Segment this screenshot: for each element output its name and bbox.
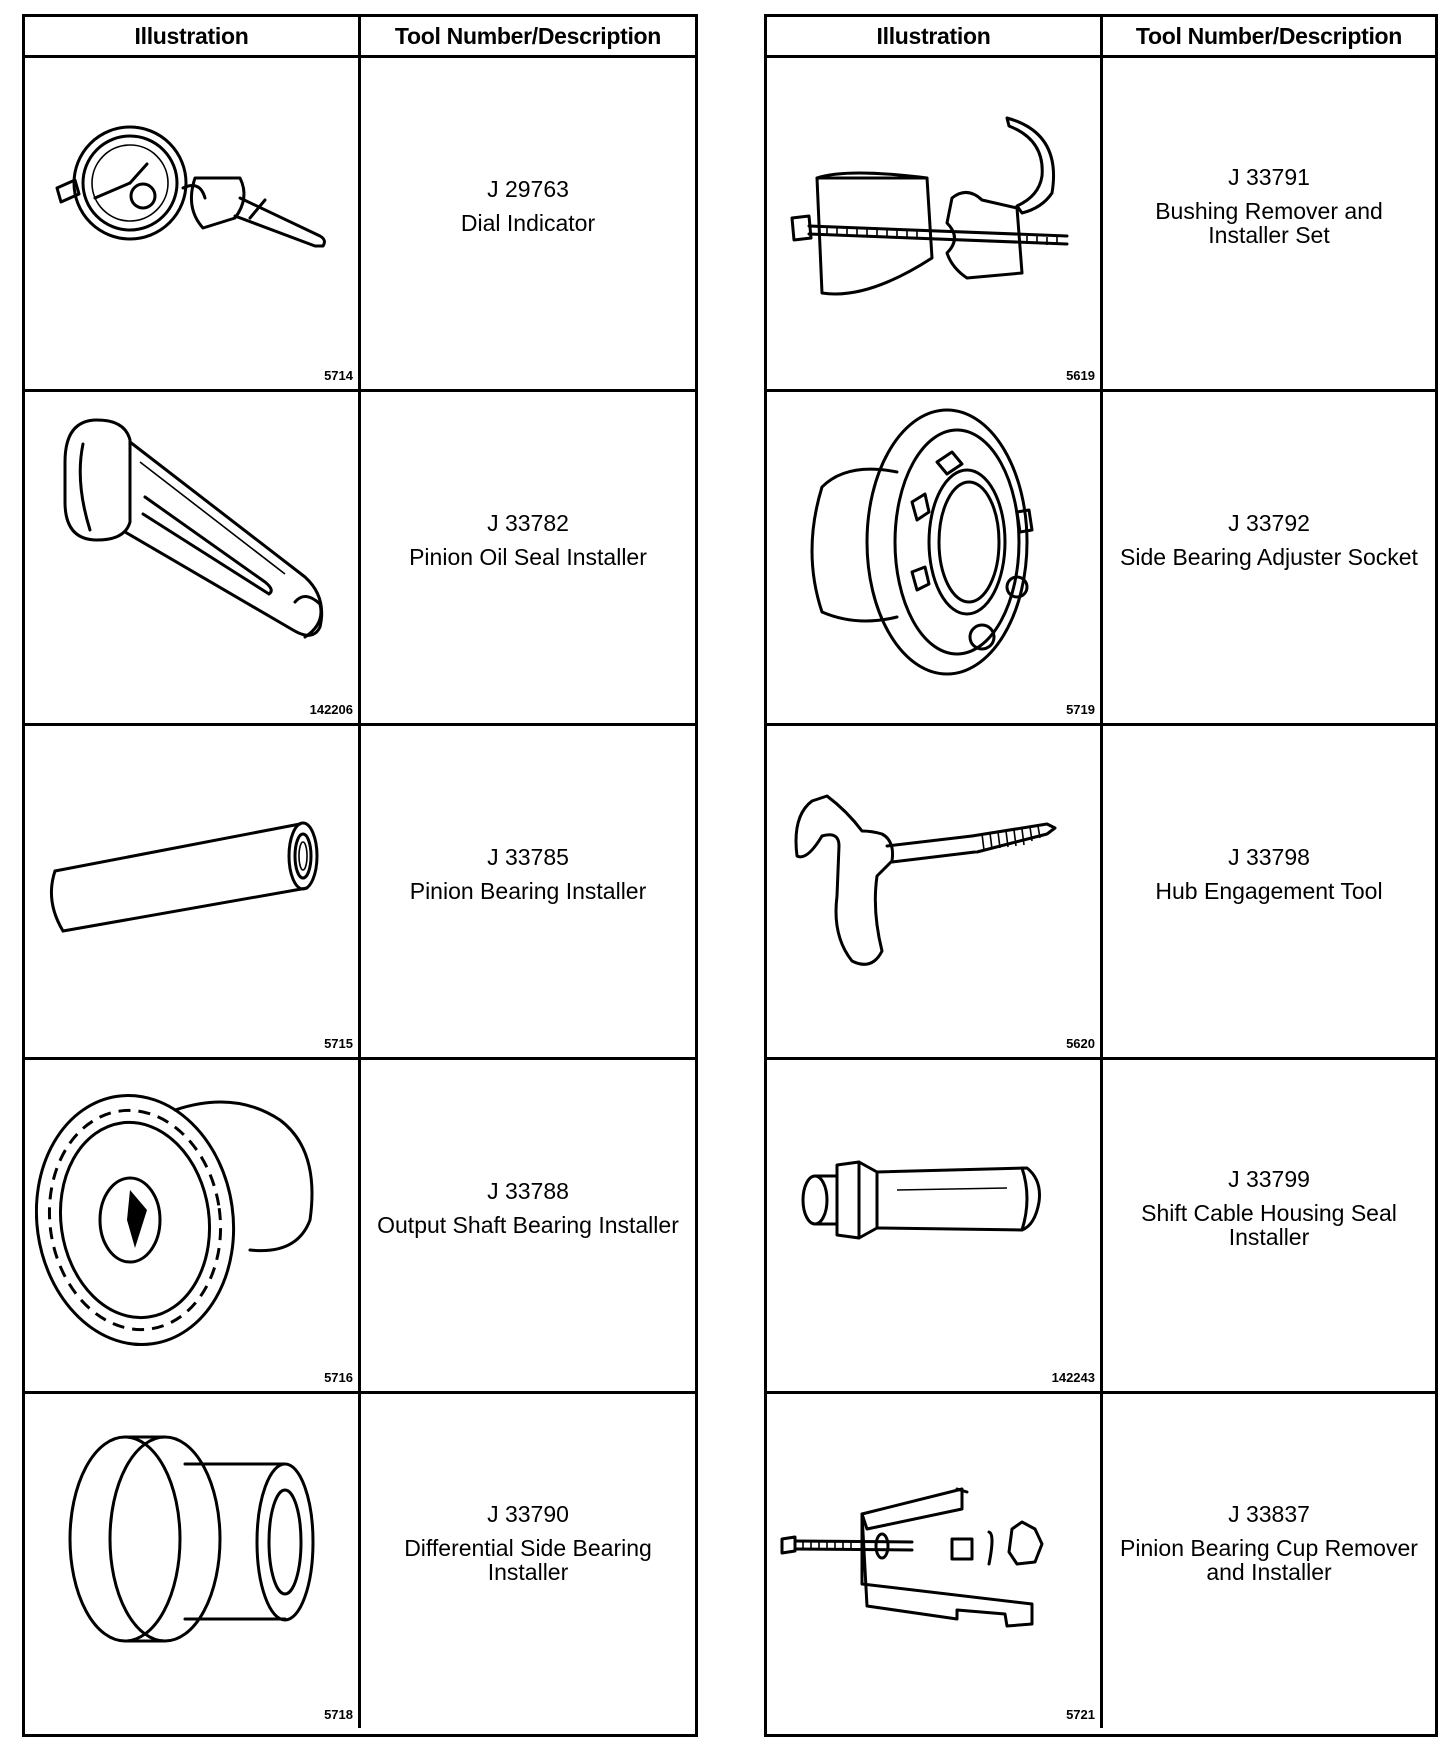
tool-description: Output Shaft Bearing Installer	[377, 1211, 679, 1238]
table-header: Illustration Tool Number/Description	[25, 17, 695, 58]
tool-number: J 33790	[487, 1501, 569, 1527]
seal-installer-icon	[63, 418, 324, 639]
tool-table-left: Illustration Tool Number/Description 571…	[22, 14, 698, 1737]
dial-indicator-icon	[55, 125, 326, 248]
illustration-cell: 5718	[25, 1394, 361, 1728]
table-row: 5716 J 33788 Output Shaft Bearing Instal…	[25, 1060, 695, 1394]
illustration-cell: 5719	[767, 392, 1103, 723]
stepped-cylinder-icon	[68, 1435, 315, 1643]
figure-number: 5718	[324, 1707, 353, 1722]
figure-number: 5714	[324, 368, 353, 383]
illustration-cell: 5715	[25, 726, 361, 1057]
table-row: 5719 J 33792 Side Bearing Adjuster Socke…	[767, 392, 1435, 726]
table-row: 5619 J 33791 Bushing Remover and Install…	[767, 58, 1435, 392]
table-row: 5718 J 33790 Differential Side Bearing I…	[25, 1394, 695, 1728]
tool-number: J 33792	[1228, 509, 1310, 536]
tool-description: Shift Cable Housing Seal Installer	[1141, 1199, 1397, 1250]
description-cell: J 33785 Pinion Bearing Installer	[361, 726, 695, 1057]
seal-installer-small-icon	[801, 1160, 1041, 1240]
description-cell: J 33798 Hub Engagement Tool	[1103, 726, 1435, 1057]
illustration-header: Illustration	[767, 17, 1103, 55]
table-row: 5714 J 29763 Dial Indicator	[25, 58, 695, 392]
description-cell: J 33790 Differential Side Bearing Instal…	[361, 1394, 695, 1728]
description-cell: J 33788 Output Shaft Bearing Installer	[361, 1060, 695, 1391]
tool-number: J 33785	[487, 843, 569, 870]
table-row: 5715 J 33785 Pinion Bearing Installer	[25, 726, 695, 1060]
tool-number: J 33782	[487, 509, 569, 536]
flanged-installer-icon	[35, 1093, 314, 1347]
tool-number: J 33837	[1228, 1501, 1310, 1527]
tool-description: Pinion Oil Seal Installer	[409, 543, 647, 570]
figure-number: 5620	[1066, 1036, 1095, 1051]
description-cell: J 29763 Dial Indicator	[361, 58, 695, 389]
tool-number: J 33788	[487, 1177, 569, 1204]
illustration-cell: 5716	[25, 1060, 361, 1391]
illustration-cell: 5620	[767, 726, 1103, 1057]
tool-table-right: Illustration Tool Number/Description 561…	[764, 14, 1438, 1737]
table-row: 5620 J 33798 Hub Engagement Tool	[767, 726, 1435, 1060]
tool-description: Pinion Bearing Installer	[409, 877, 647, 904]
bushing-puller-icon	[790, 116, 1069, 296]
illustration-cell: 142243	[767, 1060, 1103, 1391]
figure-number: 142243	[1051, 1370, 1095, 1385]
tool-description: Dial Indicator	[460, 209, 596, 236]
table-row: 142243 J 33799 Shift Cable Housing Seal …	[767, 1060, 1435, 1394]
tool-description: Bushing Remover and Installer Set	[1155, 197, 1383, 248]
description-cell: J 33791 Bushing Remover and Installer Se…	[1103, 58, 1435, 389]
illustration-cell: 5619	[767, 58, 1103, 389]
adjuster-socket-icon	[810, 408, 1034, 676]
illustration-cell: 5714	[25, 58, 361, 389]
description-cell: J 33837 Pinion Bearing Cup Remover and I…	[1103, 1394, 1435, 1728]
tool-description: Hub Engagement Tool	[1155, 877, 1383, 904]
description-cell: J 33782 Pinion Oil Seal Installer	[361, 392, 695, 723]
tool-number: J 29763	[487, 175, 569, 202]
description-cell: J 33792 Side Bearing Adjuster Socket	[1103, 392, 1435, 723]
cup-puller-icon	[780, 1487, 1044, 1628]
figure-number: 5719	[1066, 702, 1095, 717]
tool-description: Pinion Bearing Cup Remover and Installer	[1120, 1535, 1418, 1585]
bearing-installer-tube-icon	[49, 821, 319, 933]
table-row: 5721 J 33837 Pinion Bearing Cup Remover …	[767, 1394, 1435, 1728]
figure-number: 5715	[324, 1036, 353, 1051]
tool-number: J 33799	[1228, 1165, 1310, 1192]
figure-number: 5619	[1066, 368, 1095, 383]
illustration-cell: 142206	[25, 392, 361, 723]
tool-number: J 33791	[1228, 163, 1310, 190]
table-header: Illustration Tool Number/Description	[767, 17, 1435, 58]
tool-description: Differential Side Bearing Installer	[404, 1535, 652, 1585]
illustration-cell: 5721	[767, 1394, 1103, 1728]
description-cell: J 33799 Shift Cable Housing Seal Install…	[1103, 1060, 1435, 1391]
tool-header: Tool Number/Description	[394, 22, 662, 49]
table-row: 142206 J 33782 Pinion Oil Seal Installer	[25, 392, 695, 726]
t-handle-screw-icon	[794, 794, 1057, 966]
figure-number: 5721	[1066, 1707, 1095, 1722]
figure-number: 142206	[309, 702, 353, 717]
tool-header: Tool Number/Description	[1135, 22, 1403, 49]
tool-number: J 33798	[1228, 843, 1310, 870]
figure-number: 5716	[324, 1370, 353, 1385]
tool-description: Side Bearing Adjuster Socket	[1120, 543, 1418, 570]
illustration-header: Illustration	[25, 17, 361, 55]
